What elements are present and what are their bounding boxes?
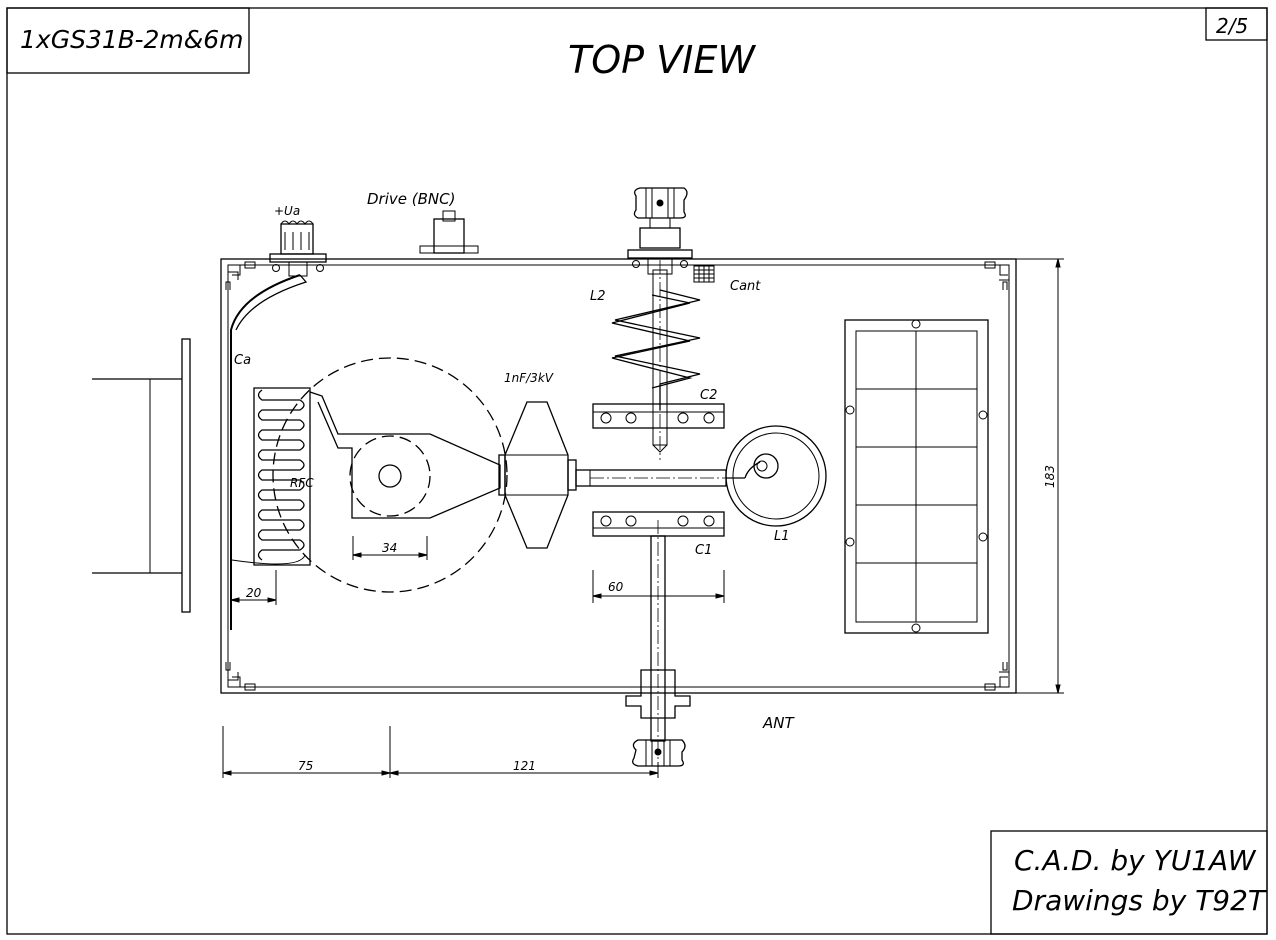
dimension-75-121: 75 121: [222, 726, 659, 778]
rfc-coil: RFC: [231, 387, 314, 566]
l2-label: L2: [590, 289, 606, 304]
chassis-outline: [220, 258, 1017, 694]
dim-34-text: 34: [382, 541, 397, 555]
anode-capacitor-ca: Ca: [230, 274, 308, 630]
c1-label: C1: [695, 543, 712, 558]
dim-60-text: 60: [608, 580, 624, 594]
l1-label: L1: [774, 529, 790, 544]
ua-label: +Ua: [274, 204, 300, 218]
tuning-capacitor-c2: C2: [592, 388, 725, 429]
output-strip: [575, 469, 745, 487]
dimension-34: 34: [352, 536, 428, 560]
title-block: 1xGS31B-2m&6m: [6, 7, 250, 74]
coupling-capacitor: 1nF/3kV: [498, 371, 577, 549]
credit-line-cad: C.A.D. by YU1AW: [1014, 844, 1257, 877]
title-block-text: 1xGS31B-2m&6m: [20, 25, 244, 54]
rfc-label: RFC: [290, 476, 314, 490]
ua-connector: +Ua: [269, 204, 327, 277]
dimension-183: 183: [1016, 258, 1064, 694]
view-title: TOP VIEW: [568, 38, 756, 82]
dimension-20: 20: [230, 570, 277, 605]
credits-block: C.A.D. by YU1AW Drawings by T92T: [990, 830, 1268, 935]
vent-grill: [844, 319, 989, 634]
dimension-60: 60: [592, 570, 725, 603]
tube-gs31b: [272, 357, 508, 593]
credit-line-drawings: Drawings by T92T: [1012, 884, 1267, 917]
page-number-box: 2/5: [1205, 7, 1268, 41]
dim-20-text: 20: [246, 586, 262, 600]
dim-183-text: 183: [1043, 465, 1057, 488]
dim-75-text: 75: [298, 759, 313, 773]
sheet-frame: [6, 7, 1268, 935]
c2-label: C2: [700, 388, 717, 403]
cant-label: Cant: [730, 279, 761, 294]
tuning-capacitor-c1: C1: [592, 511, 725, 558]
ca-label: Ca: [234, 353, 251, 368]
cant-block: [693, 265, 715, 283]
page-number: 2/5: [1216, 14, 1248, 38]
dim-121-text: 121: [513, 759, 536, 773]
coil-l1: L1: [725, 425, 827, 544]
antenna-connector: ANT: [625, 520, 795, 767]
coil-l2: L2: [590, 260, 701, 460]
drive-label: Drive (BNC): [367, 190, 455, 208]
cap-label: 1nF/3kV: [504, 371, 554, 385]
ant-label: ANT: [762, 714, 795, 732]
blower: [92, 338, 191, 613]
cant-knob-assembly: Cant: [627, 187, 761, 294]
drive-bnc-connector: Drive (BNC): [367, 190, 479, 254]
